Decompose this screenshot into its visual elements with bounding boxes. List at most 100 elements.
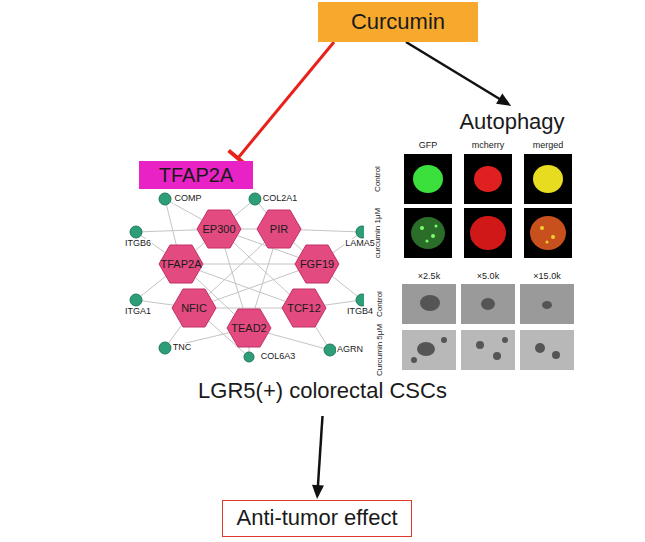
microscopy-illustration-part [546,241,549,244]
network-illustration-part [159,342,171,354]
microscopy-illustration-part [520,284,574,324]
region-title: LGR5(+) colorectal CSCs [4,379,641,403]
microscopy-illustration-part [402,330,456,370]
microscopy-illustration-part [411,295,560,363]
network-illustration-part [130,294,142,306]
target-gene-box: TFAP2A [139,161,253,189]
network-gene-label: ITGB6 [124,239,152,249]
microscopy-illustration-part [524,154,572,204]
microscopy-illustration-part [530,216,566,250]
microscopy-illustration-part [540,226,544,230]
network-gene-label: NFIC [181,302,207,314]
microscopy-illustration-part [420,295,440,311]
cell-region: LGR5(+) colorectal CSCs TFAP2A Autophagy [4,56,641,416]
network-illustration-part [159,245,203,283]
network-gene-label: FGF19 [300,258,334,270]
microscopy-illustration-part [470,216,506,250]
network-illustration-part [244,352,254,362]
microscopy-illustration-part [402,330,574,370]
microscopy-illustration-part [426,240,429,243]
microscopy-illustration-part [474,166,502,192]
microscopy-illustration-part [481,298,495,310]
network-gene-label: TEAD2 [231,322,266,334]
network-gene-label: COMP [174,194,203,204]
microscopy-illustration-part [413,165,443,193]
arrow-connector [312,416,324,499]
network-gene-label: TCF12 [287,302,321,314]
network-gene-label: COL2A1 [262,194,299,204]
microscopy-label: Control [374,166,383,192]
network-gene-label: COL6A3 [260,352,297,362]
microscopy-illustration-part [524,208,572,258]
microscopy-illustration-part [431,234,435,238]
network-illustration-part [257,210,301,248]
agent-box: Curcumin [318,2,478,42]
microscopy-illustration-part [404,154,452,204]
node-text: Anti-tumor effect [237,506,398,530]
network-gene-label: TNC [172,343,193,353]
microscopy-illustration-part [441,337,447,343]
microscopy-illustration-part [364,136,577,376]
microscopy-illustration-part [402,284,574,324]
microscopy-label: ×5.0k [477,272,499,282]
process-label: Autophagy [452,107,572,138]
microscopy-label: ×2.5k [418,272,440,282]
network-illustration-part [324,344,336,356]
network-gene-label: PIR [270,223,288,235]
microscopy-label: mcherry [472,141,505,151]
outcome-box: Anti-tumor effect [222,500,412,537]
inhibition-connector [229,42,334,166]
microscopy-illustration-part [551,235,555,239]
network-illustration-part [249,193,261,205]
network-illustration-part [130,226,142,238]
microscopy-illustration-part [552,351,560,359]
network-illustration-part [172,289,216,327]
microscopy-illustration-part [435,225,438,228]
connector-line [318,416,323,487]
connector-line [238,42,334,158]
microscopy-illustration-part [402,284,456,324]
microscopy-illustration-part [420,226,424,230]
microscopy-illustration-part [411,217,445,249]
microscopy-illustration-part [520,330,574,370]
node-text: Curcumin [351,10,445,34]
microscopy-illustration-part [533,165,563,193]
node-text: TFAP2A [159,164,233,186]
connector-line [406,42,501,100]
network-gene-label: AGRN [336,345,364,355]
microscopy-illustration-part [404,154,572,258]
microscopy-illustration-part [464,208,512,258]
network-illustration-part [295,245,339,283]
microscopy-illustration-part [502,337,508,343]
microscopy-illustration-part [476,341,484,349]
microscopy-illustration-part [535,343,545,353]
arrow-head [496,94,511,106]
microscopy-illustration-part [540,226,555,244]
microscopy-label: GFP [419,141,438,151]
microscopy-label: merged [533,141,564,151]
network-illustration-part [159,193,171,205]
network-illustration-part [282,289,326,327]
microscopy-illustration-part [464,154,512,204]
network-illustration-part [130,193,368,362]
microscopy-illustration-part [493,352,501,360]
node-text: Autophagy [459,110,564,134]
microscopy-illustration-part [461,330,515,370]
network-illustration-part [159,210,339,347]
arrow-head [312,485,324,499]
network-gene-label: EP300 [202,223,235,235]
microscopy-label: curcumin 1μM [374,208,383,258]
network-illustration-part [227,309,271,347]
network-gene-label: ITGA1 [124,307,152,317]
microscopy-label: Curcumin 5μM [376,324,385,376]
microscopy-illustration-part [542,301,552,309]
microscopy-label: Control [376,291,385,317]
region-ellipse [5,57,640,415]
network-illustration-part [121,187,377,365]
microscopy-illustration-part [404,208,452,258]
network-illustration-part [197,210,241,248]
microscopy-illustration-part [420,225,438,243]
network-illustration-part [136,199,362,357]
network-gene-label: LAMA5 [344,239,376,249]
